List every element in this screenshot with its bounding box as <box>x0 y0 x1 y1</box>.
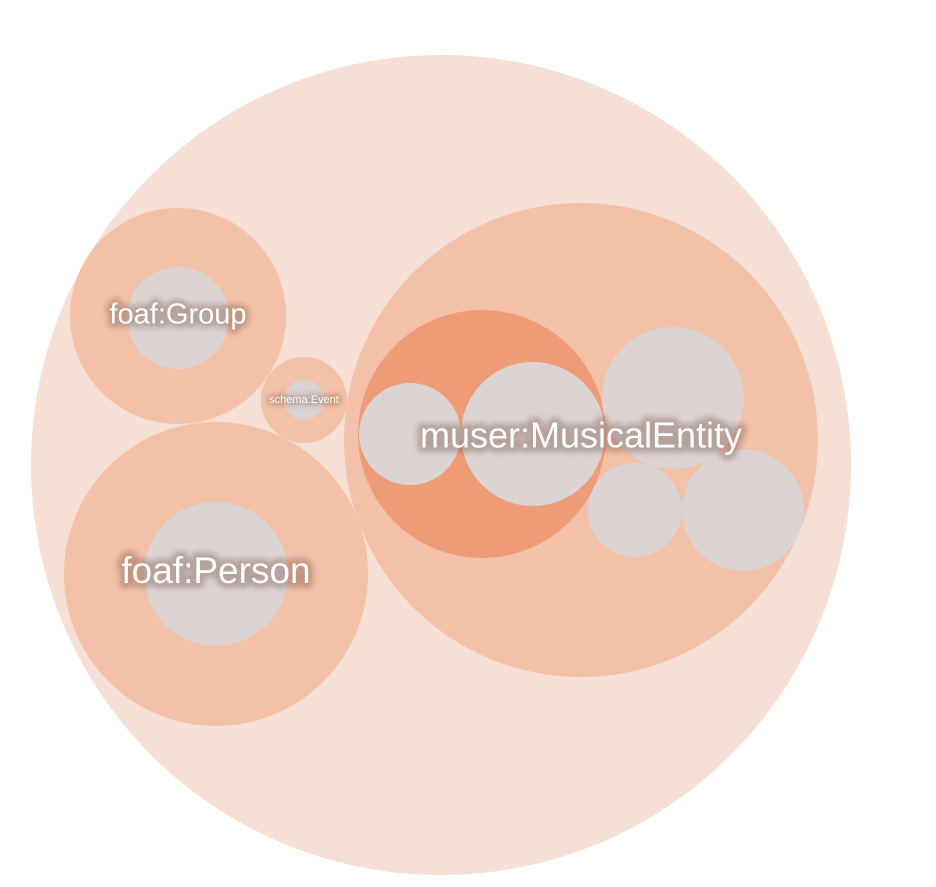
muser-leaf-3-circle[interactable] <box>602 327 744 469</box>
muser-leaf-4-circle[interactable] <box>588 463 682 557</box>
foaf-person-label: foaf:Person <box>121 550 310 591</box>
schema-event-label: schema:Event <box>269 394 339 406</box>
schema-event-label-glow: schema:Event <box>269 394 339 406</box>
muser-musicalentity-label: muser:MusicalEntity <box>420 415 742 456</box>
foaf-person-label-glow: foaf:Person <box>121 550 310 591</box>
muser-musicalentity-label-glow: muser:MusicalEntity <box>420 415 742 456</box>
schema-event-leaf-circle[interactable] <box>284 380 324 420</box>
foaf-group-label: foaf:Group <box>109 299 246 331</box>
foaf-group-leaf-circle[interactable] <box>127 267 229 369</box>
muser-inner-leaf-2-circle[interactable] <box>461 362 605 506</box>
foaf-group-label-glow: foaf:Group <box>109 299 246 331</box>
muser-inner-leaf-1-circle[interactable] <box>359 383 461 485</box>
muser-leaf-5-circle[interactable] <box>682 449 804 571</box>
foaf-person-leaf-circle[interactable] <box>144 502 288 646</box>
